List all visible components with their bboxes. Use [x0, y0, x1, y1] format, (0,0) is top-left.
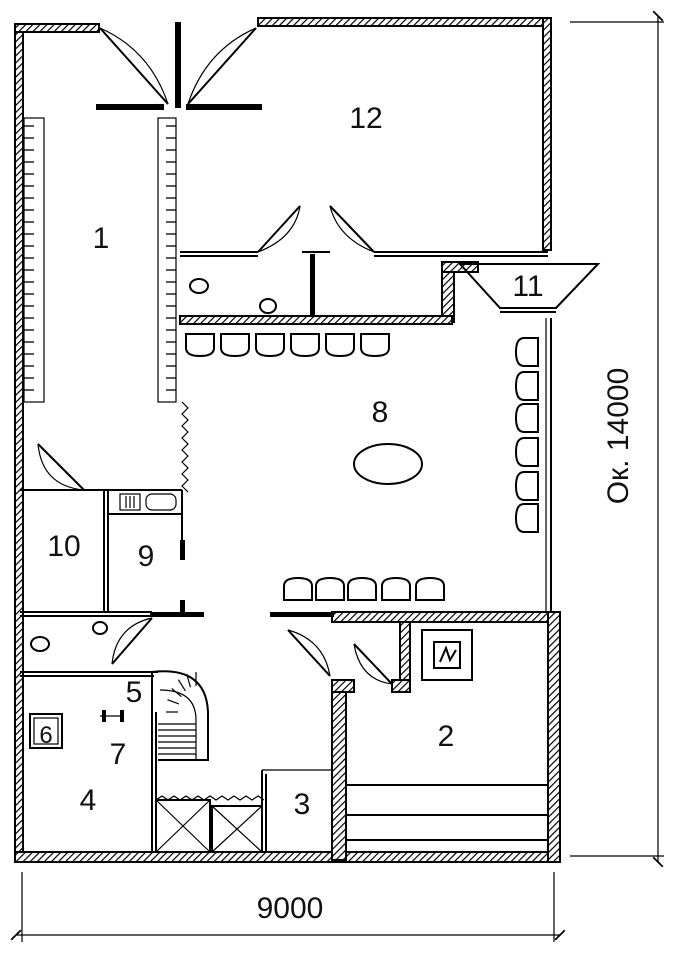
chair-icon	[381, 576, 411, 601]
stair-step	[177, 679, 186, 692]
room-label-4: 4	[80, 784, 97, 817]
stair-step	[167, 699, 180, 705]
room-label-9: 9	[138, 540, 155, 573]
sink-icon	[92, 621, 108, 635]
chair-icon	[220, 333, 250, 358]
radiator-icon	[119, 493, 141, 511]
room-label-7: 7	[110, 738, 127, 771]
table-icon	[353, 443, 423, 485]
room-label-1: 1	[93, 222, 110, 255]
hall-furniture	[181, 333, 539, 601]
chair-icon	[514, 471, 539, 501]
chair-icon	[415, 576, 445, 601]
interior-walls	[20, 22, 548, 852]
room-label-5: 5	[126, 676, 143, 709]
exterior-walls	[14, 17, 561, 863]
fixtures	[29, 278, 473, 853]
chair-icon	[347, 576, 377, 601]
chair-icon	[315, 576, 345, 601]
stair-step	[186, 673, 192, 688]
chair-icon	[514, 403, 539, 433]
chair-icon	[255, 333, 285, 358]
room-label-8: 8	[372, 396, 389, 429]
chair-icon	[514, 337, 539, 367]
room-labels: 1 2 3 4 5 6 7 8 9 10 11 12	[39, 102, 543, 821]
doors	[37, 27, 601, 685]
room-label-12: 12	[349, 102, 382, 135]
chair-icon	[290, 333, 320, 358]
stair-step	[171, 688, 182, 698]
room-label-10: 10	[47, 530, 80, 563]
stove-icon	[421, 629, 473, 681]
shelving	[23, 117, 177, 403]
staircase	[151, 670, 209, 761]
chair-icon	[360, 333, 390, 358]
room-label-2: 2	[438, 720, 455, 753]
chair-icon	[185, 333, 215, 358]
toilet-icon	[189, 278, 209, 294]
toilet-icon	[259, 298, 277, 314]
chair-icon	[514, 437, 539, 467]
chair-icon	[283, 576, 313, 601]
height-dimension-label: Ок. 14000	[602, 368, 635, 505]
toilet-icon	[30, 636, 50, 652]
room-label-6: 6	[39, 722, 52, 749]
dimension-lines: 9000 Ок. 14000	[10, 10, 664, 942]
sink-icon	[145, 493, 177, 511]
room-label-11: 11	[512, 270, 543, 303]
chair-icon	[514, 503, 539, 533]
chair-icon	[325, 333, 355, 358]
room-label-3: 3	[294, 788, 311, 821]
width-dimension-label: 9000	[257, 892, 324, 925]
chair-icon	[514, 371, 539, 401]
